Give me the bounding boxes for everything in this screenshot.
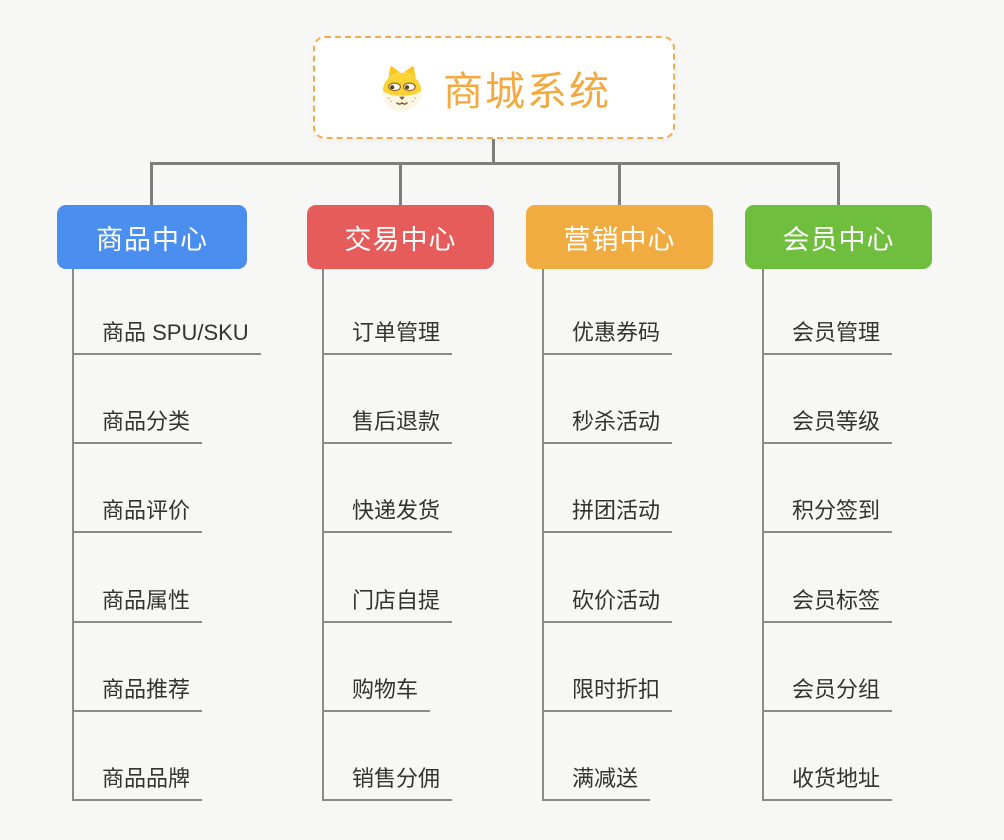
leaf-node[interactable]: 会员标签 xyxy=(762,586,893,623)
leaf-node[interactable]: 满减送 xyxy=(542,764,651,801)
leaf-node[interactable]: 售后退款 xyxy=(322,407,453,444)
dog-face-icon xyxy=(377,63,427,113)
leaf-node[interactable]: 优惠券码 xyxy=(542,318,673,355)
branch-vertical-line xyxy=(542,269,544,801)
connector-root-stem xyxy=(492,139,495,165)
leaf-node[interactable]: 订单管理 xyxy=(322,318,453,355)
leaf-node[interactable]: 会员分组 xyxy=(762,675,893,712)
connector-drop-line xyxy=(150,162,153,206)
leaf-node[interactable]: 门店自提 xyxy=(322,586,453,623)
leaf-node[interactable]: 销售分佣 xyxy=(322,764,453,801)
leaf-node[interactable]: 商品属性 xyxy=(72,586,203,623)
branch-node-product-center[interactable]: 商品中心 xyxy=(57,205,247,269)
branch-node-trade-center[interactable]: 交易中心 xyxy=(307,205,494,269)
leaf-node[interactable]: 秒杀活动 xyxy=(542,407,673,444)
leaf-node[interactable]: 商品 SPU/SKU xyxy=(72,318,261,355)
leaf-node[interactable]: 限时折扣 xyxy=(542,675,673,712)
leaf-node[interactable]: 砍价活动 xyxy=(542,586,673,623)
leaf-node[interactable]: 会员等级 xyxy=(762,407,893,444)
branch-vertical-line xyxy=(72,269,74,801)
branch-vertical-line xyxy=(322,269,324,801)
leaf-node[interactable]: 商品推荐 xyxy=(72,675,203,712)
connector-drop-line xyxy=(399,162,402,206)
leaf-node[interactable]: 商品分类 xyxy=(72,407,203,444)
leaf-node[interactable]: 会员管理 xyxy=(762,318,893,355)
root-node[interactable]: 商城系统 xyxy=(313,36,675,139)
leaf-node[interactable]: 商品品牌 xyxy=(72,764,203,801)
leaf-node[interactable]: 拼团活动 xyxy=(542,496,673,533)
root-title: 商城系统 xyxy=(443,69,611,114)
connector-horizontal-line xyxy=(150,162,840,165)
leaf-node[interactable]: 收货地址 xyxy=(762,764,893,801)
leaf-node[interactable]: 商品评价 xyxy=(72,496,203,533)
branch-node-marketing-center[interactable]: 营销中心 xyxy=(526,205,713,269)
branch-node-member-center[interactable]: 会员中心 xyxy=(745,205,932,269)
connector-drop-line xyxy=(837,162,840,206)
leaf-node[interactable]: 积分签到 xyxy=(762,496,893,533)
leaf-node[interactable]: 购物车 xyxy=(322,675,431,712)
branch-vertical-line xyxy=(762,269,764,801)
leaf-node[interactable]: 快递发货 xyxy=(322,496,453,533)
connector-drop-line xyxy=(618,162,621,206)
